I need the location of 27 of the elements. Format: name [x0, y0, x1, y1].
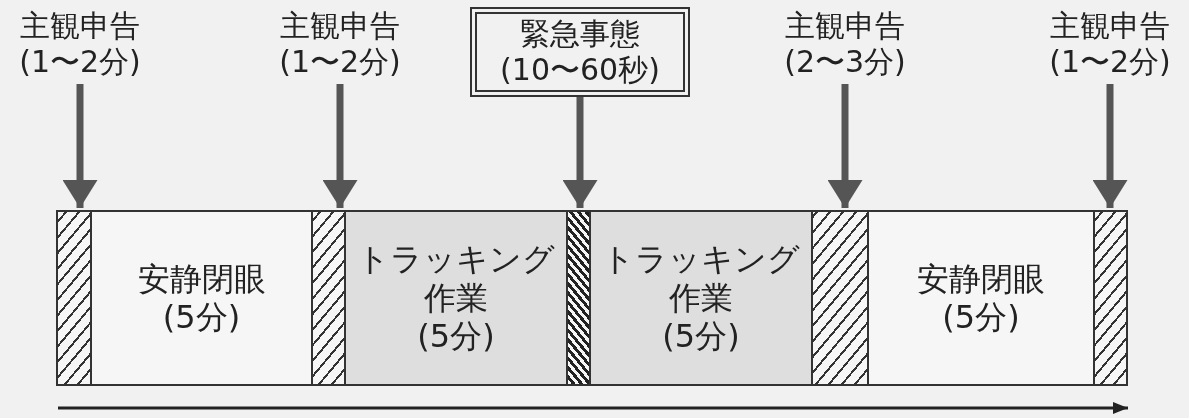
duration-label: (5分): [662, 317, 740, 356]
phase-segment: [90, 210, 313, 386]
event-label: 緊急事態: [520, 16, 640, 52]
hatched-segment: [811, 210, 869, 386]
duration-label: (5分): [942, 298, 1020, 337]
hatched-segment: [56, 210, 92, 386]
event-label: 主観申告: [280, 8, 400, 44]
event-label: 主観申告: [20, 8, 140, 44]
duration-label: (5分): [417, 317, 495, 356]
duration-label: (2〜3分): [784, 44, 906, 80]
phase-segment: [344, 210, 568, 386]
hatched-segment: [1093, 210, 1128, 386]
phase-label: トラッキング作業: [601, 240, 801, 318]
phase-segment: [867, 210, 1095, 386]
duration-label: (1〜2分): [19, 44, 141, 80]
phase-label: 安静閉眼: [917, 259, 1045, 298]
event-label: 主観申告: [1050, 8, 1170, 44]
hatched-segment: [311, 210, 346, 386]
duration-label: (1〜2分): [1049, 44, 1171, 80]
phase-segment: [589, 210, 813, 386]
phase-label: トラッキング作業: [356, 240, 556, 318]
duration-label: (10〜60秒): [500, 52, 660, 88]
duration-label: (1〜2分): [279, 44, 401, 80]
duration-label: (5分): [162, 298, 241, 337]
phase-label: 安静閉眼: [137, 259, 266, 298]
hatched-segment: [566, 210, 591, 386]
event-label: 主観申告: [785, 8, 905, 44]
